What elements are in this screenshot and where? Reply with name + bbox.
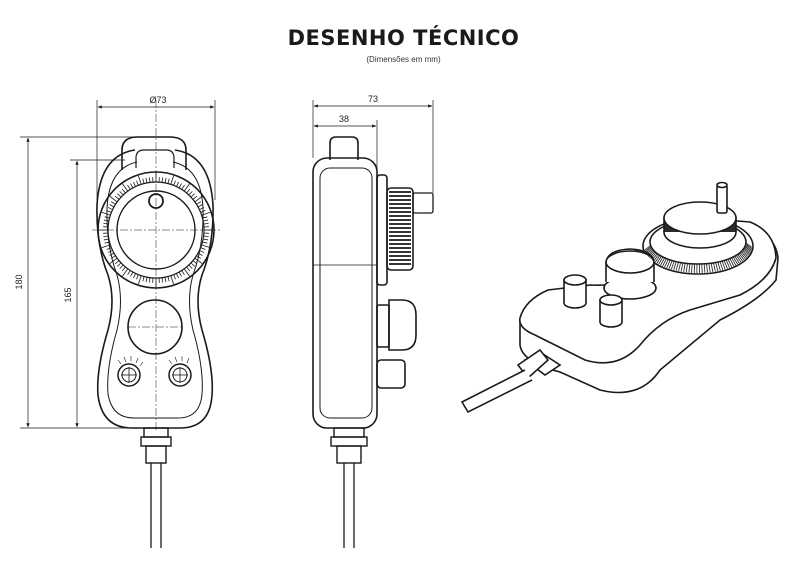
dimension-lines-side [312, 100, 434, 193]
handwheel-knurl [389, 191, 411, 265]
dim-side-width-body: 38 [339, 114, 349, 124]
dim-front-diameter: Ø73 [149, 95, 166, 105]
dim-front-height-total: 180 [14, 274, 24, 289]
isometric-view [460, 181, 779, 414]
selector-markings [117, 356, 190, 367]
page-subtitle: (Dimensões em mm) [366, 55, 441, 64]
page-title: DESENHO TÉCNICO [287, 26, 520, 50]
dim-side-width-total: 73 [368, 94, 378, 104]
handwheel-ticks [99, 173, 213, 287]
side-view [312, 136, 434, 548]
iso-handwheel-ticks [644, 242, 753, 273]
front-view [92, 100, 220, 548]
dimension-lines-front [20, 100, 216, 429]
dim-front-height-body: 165 [63, 287, 73, 302]
